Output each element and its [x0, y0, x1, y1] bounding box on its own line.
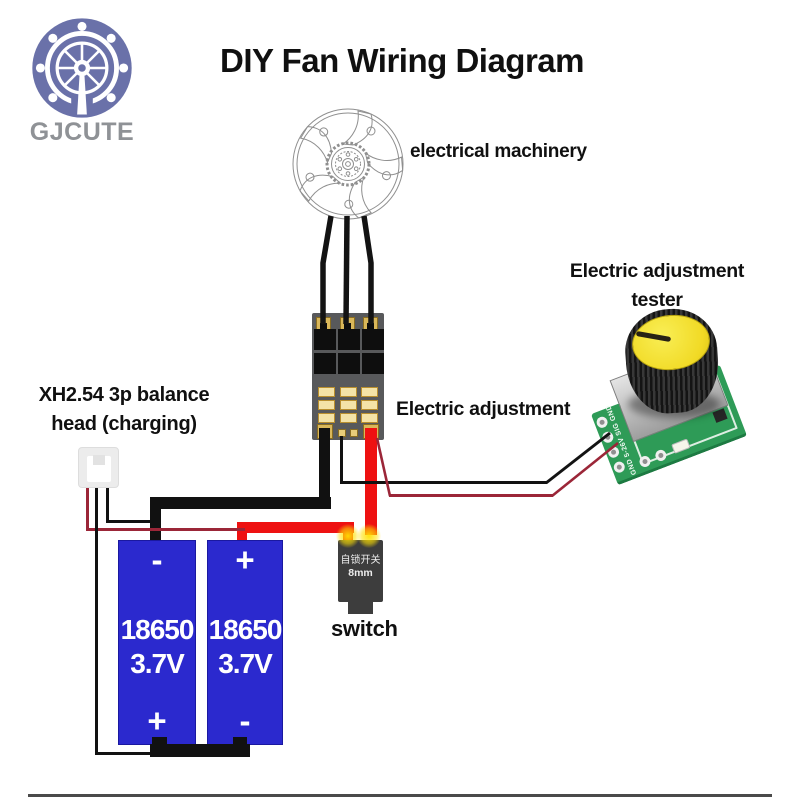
esc-module [312, 313, 384, 440]
pcb-pad [594, 415, 610, 430]
battery-terminal-top: - [151, 541, 163, 578]
tester-label: Electric adjustment tester [546, 257, 768, 316]
esc-label: Electric adjustment [396, 398, 571, 420]
esc-solder-pad [361, 400, 378, 410]
solder-glow [336, 524, 360, 548]
wire-signal-power [389, 494, 553, 497]
battery-model: 18650 [120, 614, 195, 645]
pcb-pad [606, 445, 621, 460]
esc-mosfet [361, 329, 384, 350]
esc-mosfet [337, 353, 360, 374]
battery-model: 18650 [208, 614, 283, 645]
battery-terminal-bottom: + [147, 702, 167, 740]
wire-motor-phase [361, 215, 374, 324]
ferris-wheel-logo-icon [32, 18, 132, 118]
wire-signal-ground [340, 436, 343, 483]
esc-solder-pad [361, 387, 378, 397]
wire-balance-negative [106, 520, 153, 523]
switch-actuator-tab [348, 601, 373, 614]
wire-pack-negative [150, 507, 161, 542]
esc-solder-pad [318, 400, 335, 410]
wire-motor-phase [320, 215, 334, 324]
tester-label-line1: Electric adjustment [569, 260, 745, 282]
wire-pack-negative [319, 428, 330, 508]
esc-mosfet [313, 353, 336, 374]
esc-solder-pad [340, 400, 357, 410]
esc-solder-pad [361, 413, 378, 423]
balance-connector [78, 447, 119, 488]
balance-label-line2: head (charging) [51, 413, 197, 435]
series-jumper [152, 737, 167, 747]
bottom-divider [28, 794, 772, 797]
wire-signal-ground [340, 481, 547, 484]
wire-motor-phase [343, 215, 350, 325]
motor-label: electrical machinery [410, 141, 587, 162]
battery-cell-1: - 18650 3.7V + [118, 540, 196, 745]
balance-label-line1: XH2.54 3p balance [38, 384, 210, 406]
esc-mosfet [313, 329, 336, 350]
esc-mosfet [361, 353, 384, 374]
tester-label-line2: tester [631, 289, 683, 312]
page-title: DIY Fan Wiring Diagram [220, 42, 585, 79]
battery-cell-2: + 18650 3.7V - [207, 540, 283, 745]
esc-solder-pad [340, 413, 357, 423]
wire-pack-negative [150, 497, 331, 509]
wire-battery-positive [237, 522, 354, 533]
pcb-pad [600, 430, 615, 445]
battery-voltage: 3.7V [218, 647, 273, 679]
battery-voltage: 3.7V [130, 647, 185, 679]
esc-solder-pad [318, 413, 335, 423]
wire-balance-middle [95, 487, 98, 754]
wire-balance-middle [95, 752, 154, 755]
wire-signal-power [375, 437, 392, 497]
wire-balance-negative [106, 487, 109, 522]
switch-marking-cn: 自锁开关 [340, 555, 381, 566]
series-jumper [150, 744, 250, 757]
esc-solder-pad [340, 387, 357, 397]
brand-name: GJCUTE [29, 118, 135, 146]
balance-connector-notch [93, 455, 105, 465]
wire-battery-positive [237, 531, 247, 542]
esc-mosfet [337, 329, 360, 350]
series-jumper [233, 737, 247, 747]
pcb-pad [612, 460, 627, 475]
switch-body: 自锁开关 8mm [338, 540, 383, 602]
battery-terminal-bottom: - [239, 702, 251, 740]
wire-balance-positive [86, 487, 89, 530]
esc-signal-pad [350, 429, 358, 437]
wire-balance-positive [86, 528, 245, 531]
solder-glow [357, 524, 381, 548]
battery-terminal-top: + [235, 541, 255, 578]
motor-illustration [292, 108, 404, 220]
switch-marking-size: 8mm [348, 567, 373, 579]
esc-solder-pad [318, 387, 335, 397]
switch-label: switch [331, 616, 398, 641]
balance-connector-label: XH2.54 3p balance head (charging) [18, 381, 230, 439]
